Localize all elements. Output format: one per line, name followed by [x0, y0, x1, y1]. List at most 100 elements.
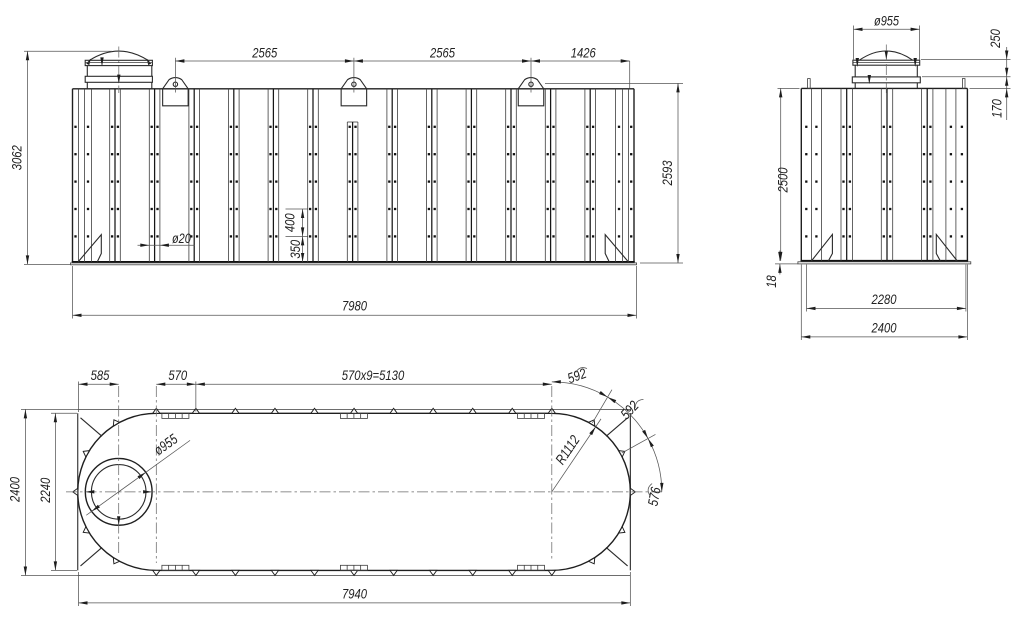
arc-length-symbol — [575, 367, 588, 373]
dim-arrow — [23, 409, 28, 419]
front-edge-seams — [74, 88, 633, 262]
bolt-dot — [348, 153, 351, 156]
bolt-dot — [586, 180, 589, 183]
bolt-dot — [388, 153, 391, 156]
bolt-dot — [882, 180, 885, 183]
dim-arrow — [72, 313, 82, 317]
dim-arrow — [78, 382, 88, 386]
bolt-dot — [348, 125, 351, 128]
bolt-dot — [86, 235, 90, 238]
bolt-dot — [314, 207, 318, 211]
side-edge-seams — [805, 88, 964, 261]
bolt-dot — [805, 125, 808, 128]
bolt-dot — [617, 180, 621, 183]
rib-end-marker — [507, 407, 517, 414]
bolt-dot — [815, 153, 818, 156]
rib-end-marker — [82, 525, 91, 534]
bolt-dot — [929, 180, 932, 183]
plan-rib-ray — [592, 389, 613, 424]
bolt-dot — [473, 207, 476, 211]
rib-end-marker — [82, 450, 91, 458]
bolt-dot — [110, 207, 114, 211]
dim-arrow — [186, 382, 196, 386]
rib-end-marker — [309, 569, 320, 577]
front-hatch — [84, 46, 153, 93]
bolt-dot — [393, 153, 397, 156]
dim-arrow — [1005, 50, 1009, 60]
bolt-dot — [150, 235, 153, 238]
bolt-dot — [427, 125, 431, 128]
bolt-dot — [929, 235, 932, 238]
bolt-dot — [949, 207, 953, 211]
front-interior-seams — [109, 88, 596, 262]
dim-arrow — [607, 397, 617, 404]
dim-side-width-total-label: 2400 — [871, 321, 897, 337]
dim-arrow — [627, 313, 637, 317]
plan-gusset-bl — [80, 546, 103, 567]
bolt-dot — [388, 235, 391, 238]
bolt-dot — [815, 207, 818, 211]
bolt-dot — [433, 235, 436, 238]
bolt-dot — [86, 153, 90, 156]
bolt-dot — [86, 125, 90, 128]
bolt-dot — [393, 235, 397, 238]
dim-arrow — [137, 472, 146, 479]
bolt-dot — [848, 207, 852, 211]
bolt-dot — [546, 235, 549, 238]
plan-arc-dim — [551, 381, 608, 398]
bolt-dot — [433, 180, 436, 183]
dim-arrow — [25, 255, 30, 265]
dim-side-hatch-neck-height-label: 170 — [990, 99, 1006, 118]
side-hatch — [851, 44, 921, 93]
bolt-dot — [586, 235, 589, 238]
hatch-weld-arrow — [100, 57, 104, 67]
dim-arrow — [23, 566, 28, 576]
dim-arrow — [599, 391, 608, 398]
bolt-dot — [512, 125, 516, 128]
bolt-dot — [269, 153, 272, 156]
bolt-dot — [314, 180, 318, 183]
dim-arrow — [620, 59, 630, 63]
bolt-dot — [190, 235, 193, 238]
bolt-dot — [229, 153, 233, 156]
dim-arrow — [300, 236, 305, 246]
bolt-dot — [882, 153, 885, 156]
bolt-dot — [473, 125, 476, 128]
bolt-dot — [512, 207, 516, 211]
bolt-dot — [473, 235, 476, 238]
bolt-dot — [354, 235, 357, 238]
bolt-dot — [506, 125, 510, 128]
bolt-dot — [348, 180, 351, 183]
bolt-dot — [275, 235, 278, 238]
bolt-dot — [889, 180, 892, 183]
dim-arrow — [648, 438, 654, 448]
bolt-dot — [842, 235, 845, 238]
dim-arrow — [621, 601, 631, 605]
dim-side-shell-height-label: 2500 — [776, 167, 792, 193]
bolt-dot — [889, 153, 892, 156]
bolt-dot — [922, 207, 926, 211]
bolt-dot — [467, 153, 470, 156]
rib-end-marker — [270, 569, 280, 577]
bolt-dot — [815, 235, 818, 238]
bolt-dot — [467, 207, 470, 211]
bolt-dot — [805, 207, 808, 211]
bolt-dot — [848, 153, 852, 156]
bolt-dot — [190, 125, 193, 128]
dim-arrow — [156, 382, 166, 386]
dim-arrow — [676, 83, 680, 93]
dim-arrow — [78, 601, 88, 605]
bolt-dot — [235, 235, 238, 238]
bolt-dot — [630, 235, 633, 238]
bolt-dot — [354, 207, 357, 211]
bolt-dot — [195, 207, 199, 211]
bolt-dot — [190, 207, 193, 211]
hatch-weld-arrow — [855, 58, 859, 67]
bolt-dot — [949, 180, 953, 183]
bolt-dot — [269, 235, 272, 238]
bolt-dot — [591, 180, 595, 183]
dim-front-length-label: 7980 — [342, 299, 367, 315]
dim-side-hatch-dia-label: ø955 — [874, 14, 899, 30]
